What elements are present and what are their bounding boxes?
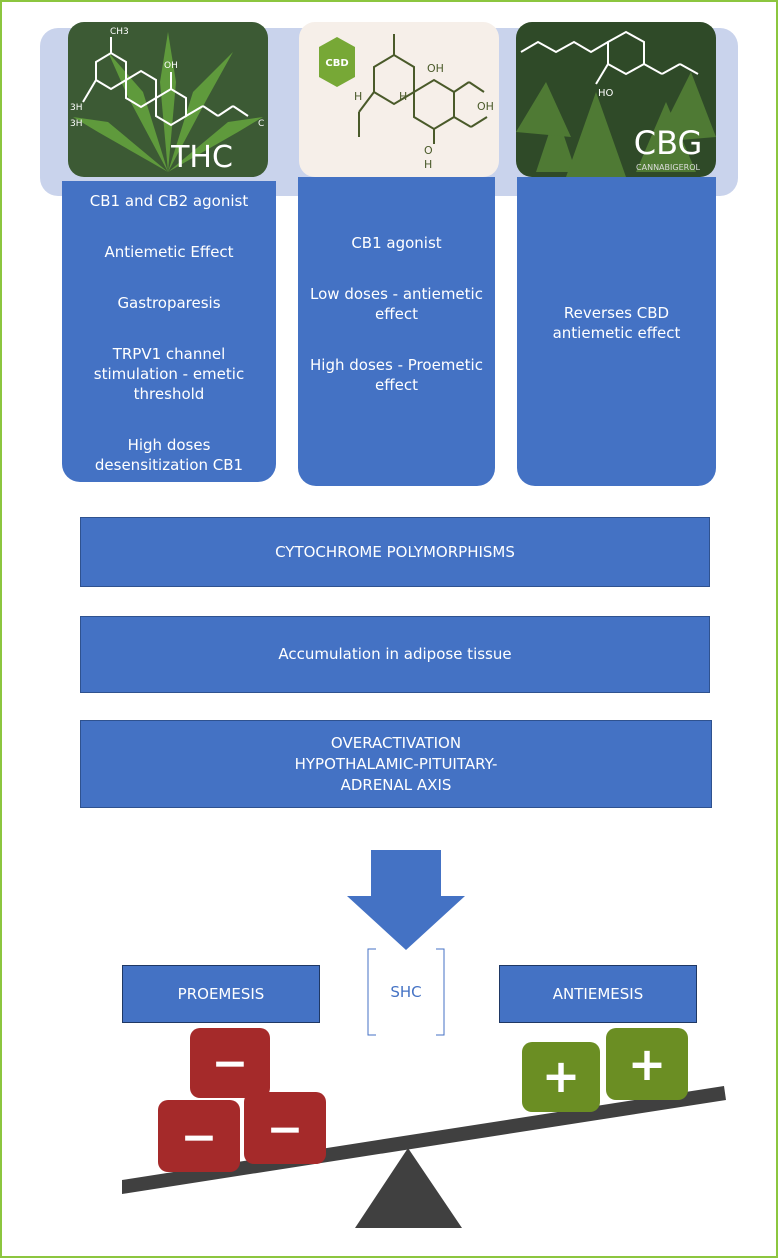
- cbd-atom-label: OH: [427, 62, 444, 75]
- plus-block-icon: +: [606, 1028, 688, 1100]
- svg-text:−: −: [212, 1038, 249, 1089]
- cbd-tile: CBD OH OH H H O H: [299, 22, 499, 177]
- proemesis-label: PROEMESIS: [177, 985, 265, 1003]
- effect-item: CB1 agonist: [351, 234, 442, 252]
- cbd-molecule-image: CBD OH OH H H O H: [299, 22, 499, 177]
- cbd-badge: [319, 37, 355, 87]
- svg-text:+: +: [542, 1049, 581, 1103]
- seesaw-beam: [122, 1086, 726, 1194]
- effect-item: High doses - Proemetic effect: [310, 356, 483, 394]
- effect-item: Gastroparesis: [117, 294, 221, 312]
- factor-adipose-box: Accumulation in adipose tissue: [80, 616, 710, 693]
- cbd-atom-label: OH: [477, 100, 494, 113]
- thc-tile: CH3 OH 3H 3H C THC: [68, 22, 268, 177]
- plus-block-icon: +: [522, 1042, 600, 1112]
- effect-item: CB1 and CB2 agonist: [89, 192, 249, 210]
- thc-title: THC: [170, 140, 233, 175]
- proemesis-label-box: PROEMESIS: [122, 965, 320, 1023]
- effect-item: Antiemetic Effect: [104, 243, 234, 261]
- antiemesis-label: ANTIEMESIS: [552, 985, 644, 1003]
- factor-hpa-axis-box: OVERACTIVATION HYPOTHALAMIC-PITUITARY-AD…: [80, 720, 712, 808]
- cbd-atom-label: H: [399, 90, 407, 103]
- factor-label: OVERACTIVATION HYPOTHALAMIC-PITUITARY-AD…: [294, 733, 498, 794]
- cbg-title: CBG: [634, 124, 703, 162]
- thc-effects-box: CB1 and CB2 agonist Antiemetic Effect Ga…: [62, 181, 276, 482]
- minus-block-icon: −: [158, 1100, 240, 1172]
- minus-block-icon: −: [190, 1028, 270, 1098]
- svg-text:−: −: [267, 1104, 304, 1155]
- thc-molecule-image: CH3 OH 3H 3H C THC: [68, 22, 268, 177]
- svg-text:−: −: [181, 1112, 218, 1163]
- effect-item: Reverses CBD antiemetic effect: [552, 304, 681, 342]
- cbg-atom-label: HO: [598, 88, 614, 99]
- antiemesis-label-box: ANTIEMESIS: [499, 965, 697, 1023]
- thc-atom-label: 3H: [70, 103, 83, 113]
- effect-item: Low doses - antiemetic effect: [310, 285, 483, 323]
- cbg-effects-box: Reverses CBD antiemetic effect: [517, 177, 716, 486]
- cbg-tile: HO CBG CANNABIGEROL: [516, 22, 716, 177]
- minus-block-icon: −: [244, 1092, 326, 1164]
- cbd-atom-label: H: [354, 90, 362, 103]
- cbg-subtitle: CANNABIGEROL: [636, 163, 700, 172]
- thc-atom-label: OH: [164, 61, 178, 71]
- effect-item: TRPV1 channel stimulation - emetic thres…: [93, 345, 245, 403]
- cbg-molecule-image: HO CBG CANNABIGEROL: [516, 22, 716, 177]
- svg-text:+: +: [628, 1037, 667, 1091]
- cbd-atom-label: O: [424, 144, 433, 157]
- thc-atom-label: 3H: [70, 119, 83, 129]
- cbd-atom-label: H: [424, 158, 432, 171]
- factor-cytochrome-box: CYTOCHROME POLYMORPHISMS: [80, 517, 710, 587]
- down-arrow-icon: [347, 850, 465, 950]
- thc-atom-label: C: [258, 119, 264, 129]
- effect-item: High doses desensitization CB1: [94, 436, 244, 474]
- thc-atom-label: CH3: [110, 27, 129, 37]
- cbd-effects-box: CB1 agonist Low doses - antiemetic effec…: [298, 177, 495, 486]
- cbd-badge-label: CBD: [325, 58, 348, 69]
- fulcrum-triangle-icon: [355, 1148, 462, 1228]
- factor-label: CYTOCHROME POLYMORPHISMS: [275, 542, 515, 561]
- shc-bracket-icon: [367, 948, 445, 1036]
- balance-scale: − − − + +: [122, 1028, 726, 1228]
- shc-label: SHC: [390, 983, 422, 1001]
- factor-label: Accumulation in adipose tissue: [278, 645, 512, 663]
